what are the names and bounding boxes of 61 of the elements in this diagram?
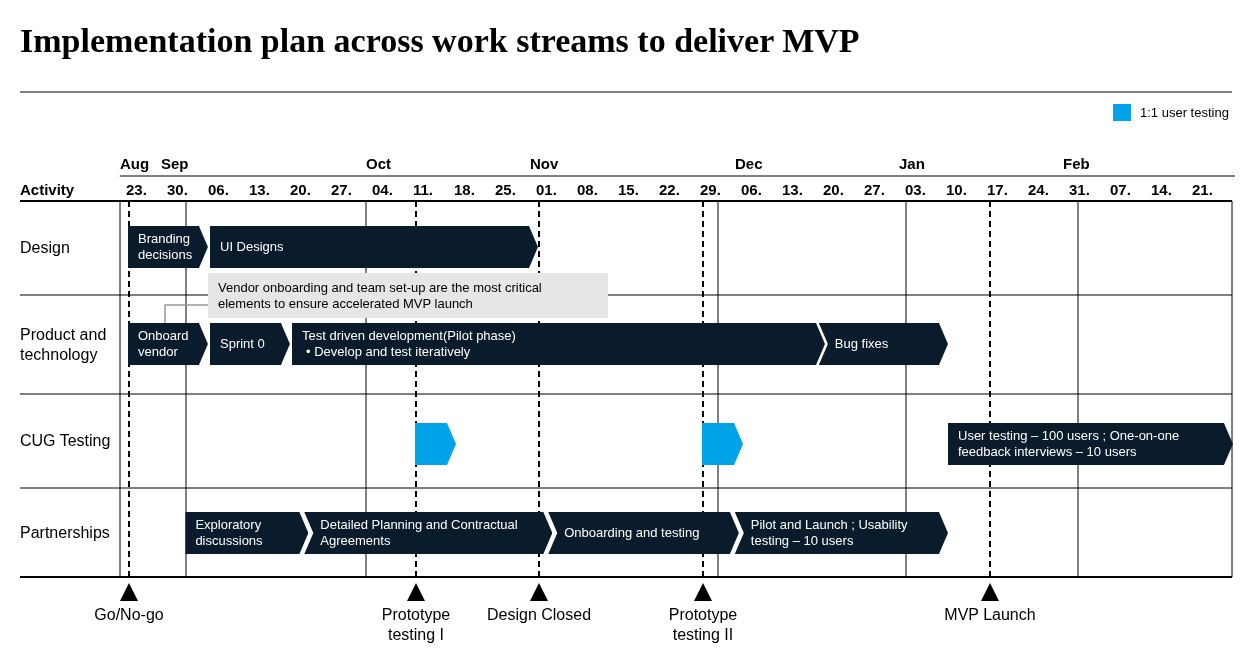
week-label: 06. — [208, 181, 229, 198]
month-label: Feb — [1063, 155, 1090, 172]
week-label: 25. — [495, 181, 516, 198]
column-header: Activity — [20, 181, 75, 198]
week-label: 18. — [454, 181, 475, 198]
row-label: Partnerships — [20, 522, 111, 543]
month-label: Oct — [366, 155, 391, 172]
task-bar: Onboard vendor — [128, 323, 208, 365]
week-label: 23. — [126, 181, 147, 198]
week-label: 31. — [1069, 181, 1090, 198]
week-label: 17. — [987, 181, 1008, 198]
week-label: 22. — [659, 181, 680, 198]
task-bar: Sprint 0 — [210, 323, 290, 365]
week-label: 21. — [1192, 181, 1213, 198]
testing-bar — [702, 423, 743, 465]
milestone-label: Prototype testing I — [380, 605, 452, 645]
month-label: Dec — [735, 155, 763, 172]
week-label: 07. — [1110, 181, 1131, 198]
row-label: Design — [20, 238, 71, 258]
task-bar: Onboarding and testing — [548, 512, 739, 554]
month-label: Nov — [530, 155, 559, 172]
week-label: 15. — [618, 181, 639, 198]
week-label: 20. — [290, 181, 311, 198]
week-label: 08. — [577, 181, 598, 198]
task-bar: Exploratory discussions — [185, 512, 309, 554]
callout-note: Vendor onboarding and team set-up are the most critical elements to ensure accelerated MVP launch — [208, 273, 608, 318]
row-label: Product and technology — [20, 324, 108, 365]
milestone-label: MVP Launch — [943, 605, 1037, 625]
leader-line — [164, 304, 209, 324]
milestone-label: Design Closed — [485, 605, 593, 625]
week-label: 27. — [864, 181, 885, 198]
milestone-label: Go/No-go — [93, 605, 165, 625]
task-bar: Detailed Planning and Contractual Agreements — [304, 512, 553, 554]
week-label: 04. — [372, 181, 393, 198]
task-bar: Bug fixes — [818, 323, 948, 365]
month-label: Jan — [899, 155, 925, 172]
row-label: CUG Testing — [20, 431, 112, 451]
week-label: 10. — [946, 181, 967, 198]
legend-label: 1:1 user testing — [1140, 105, 1229, 120]
week-label: 14. — [1151, 181, 1172, 198]
task-bar: UI Designs — [210, 226, 538, 268]
week-label: 06. — [741, 181, 762, 198]
task-bar: User testing – 100 users ; One-on-one feedback interviews – 10 users — [948, 423, 1233, 465]
month-label: Sep — [161, 155, 189, 172]
week-label: 11. — [413, 181, 434, 198]
task-bar: Test driven development(Pilot phase) • Develop and test iteratively — [292, 323, 825, 365]
week-label: 03. — [905, 181, 926, 198]
week-label: 27. — [331, 181, 352, 198]
week-label: 29. — [700, 181, 721, 198]
week-label: 13. — [249, 181, 270, 198]
task-bar: Pilot and Launch ; Usability testing – 10 users — [734, 512, 948, 554]
month-label: Aug — [120, 155, 150, 172]
week-label: 30. — [167, 181, 188, 198]
week-label: 20. — [823, 181, 844, 198]
week-label: 24. — [1028, 181, 1049, 198]
week-label: 01. — [536, 181, 557, 198]
task-bar: Branding decisions — [128, 226, 208, 268]
chart-title: Implementation plan across work streams to deliver MVP — [20, 22, 860, 60]
testing-bar — [415, 423, 456, 465]
milestone-label: Prototype testing II — [667, 605, 739, 645]
week-label: 13. — [782, 181, 803, 198]
